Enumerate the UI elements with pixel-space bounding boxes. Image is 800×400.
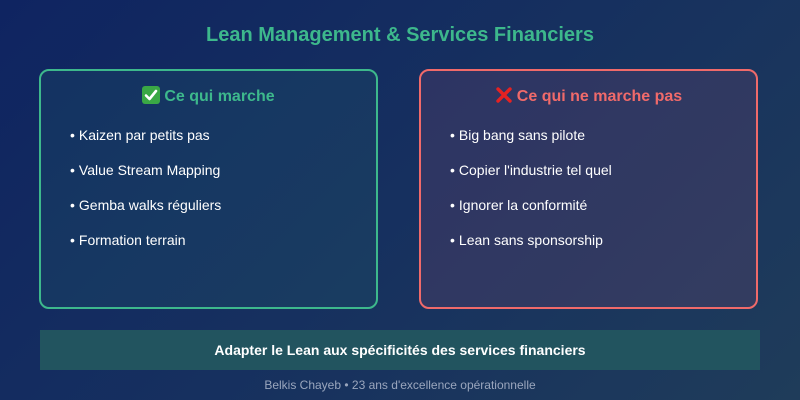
cross-mark-icon (495, 86, 513, 104)
list-item-label: Ignorer la conformité (458, 197, 588, 213)
list-item-label: Big bang sans pilote (458, 127, 585, 143)
what-fails-heading-label: Ce qui ne marche pas (516, 88, 683, 105)
what-works-list: •Kaizen par petits pas •Value Stream Map… (70, 127, 221, 267)
list-item: •Value Stream Mapping (70, 162, 221, 197)
what-works-card: Ce qui marche •Kaizen par petits pas •Va… (39, 69, 378, 309)
list-item: •Ignorer la conformité (450, 197, 612, 232)
bullet: • (70, 197, 75, 213)
list-item-label: Value Stream Mapping (78, 162, 221, 178)
bullet: • (70, 127, 75, 143)
list-item: •Formation terrain (70, 232, 221, 267)
list-item-label: Copier l'industrie tel quel (458, 162, 612, 178)
what-works-heading: Ce qui marche (41, 86, 376, 106)
list-item-label: Lean sans sponsorship (458, 232, 603, 248)
list-item: •Copier l'industrie tel quel (450, 162, 612, 197)
what-works-heading-label: Ce qui marche (164, 88, 275, 105)
what-fails-card: Ce qui ne marche pas •Big bang sans pilo… (419, 69, 758, 309)
bullet: • (450, 127, 455, 143)
list-item-label: Gemba walks réguliers (78, 197, 222, 213)
page-title: Lean Management & Services Financiers (206, 24, 594, 46)
list-item: •Big bang sans pilote (450, 127, 612, 162)
what-fails-heading: Ce qui ne marche pas (421, 86, 756, 106)
list-item: •Lean sans sponsorship (450, 232, 612, 267)
list-item: •Gemba walks réguliers (70, 197, 221, 232)
conclusion-banner: Adapter le Lean aux spécificités des ser… (40, 330, 760, 370)
bullet: • (70, 162, 75, 178)
list-item-label: Formation terrain (78, 232, 186, 248)
list-item-label: Kaizen par petits pas (78, 127, 210, 143)
check-mark-icon (142, 86, 161, 104)
list-item: •Kaizen par petits pas (70, 127, 221, 162)
bullet: • (450, 232, 455, 248)
bullet: • (450, 197, 455, 213)
bullet: • (450, 162, 455, 178)
bullet: • (70, 232, 75, 248)
footer-credit: Belkis Chayeb • 23 ans d'excellence opér… (264, 378, 536, 392)
what-fails-list: •Big bang sans pilote •Copier l'industri… (450, 127, 612, 267)
